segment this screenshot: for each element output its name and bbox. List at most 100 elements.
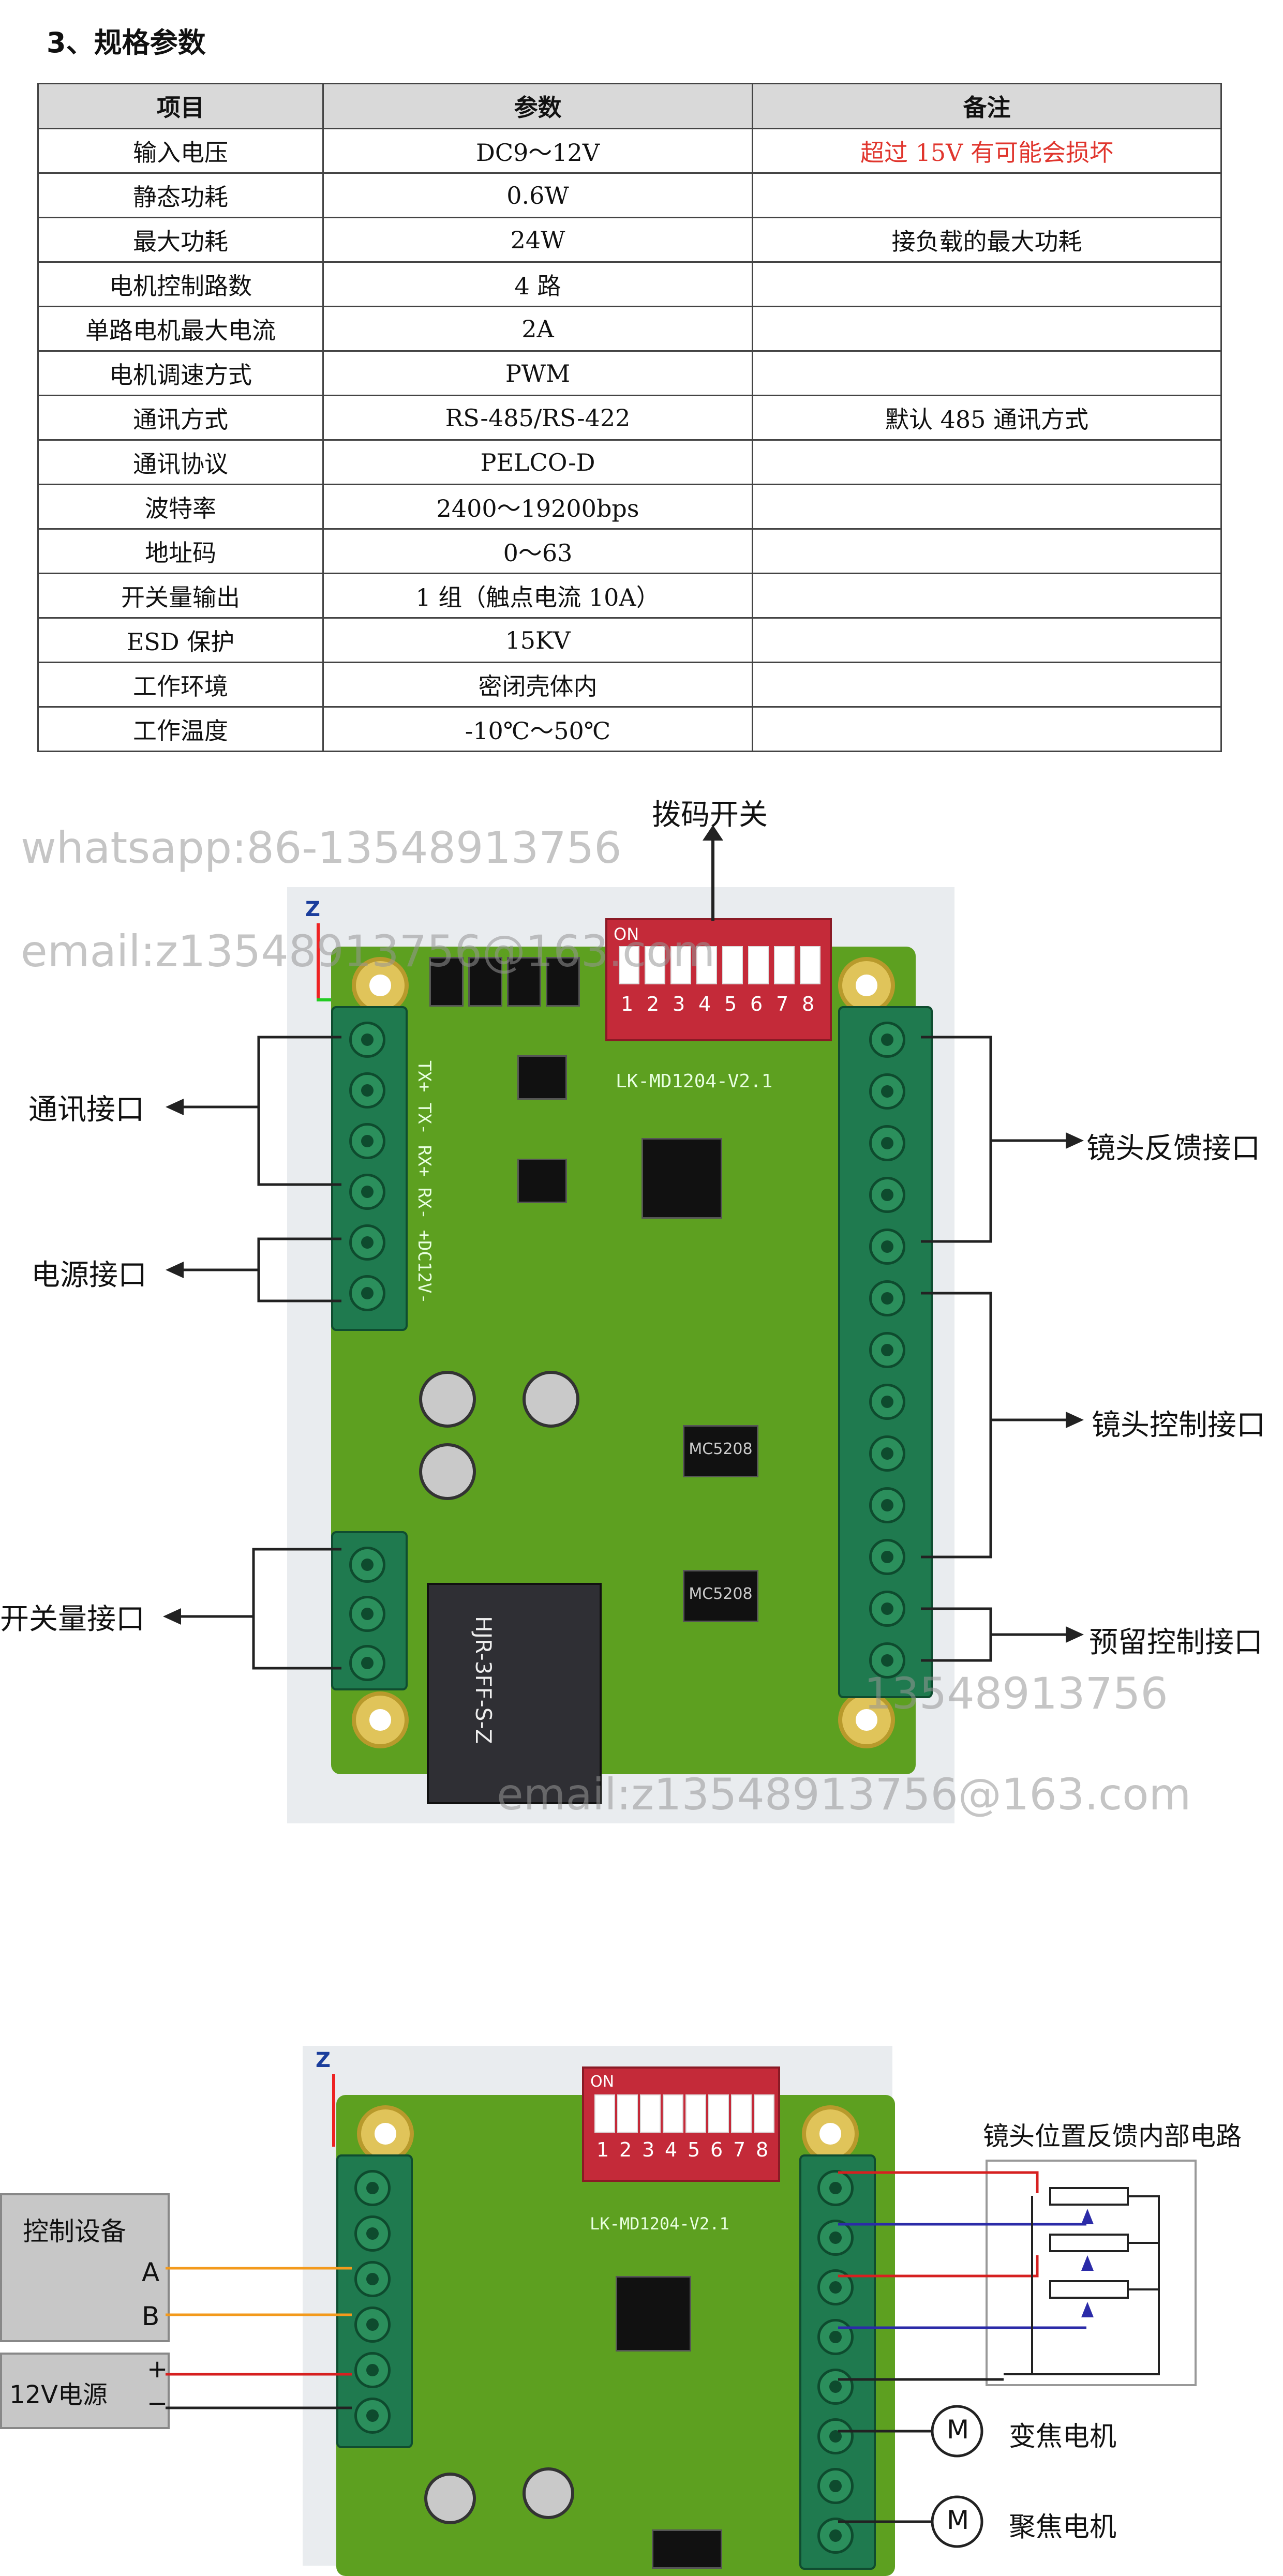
cell-note: 接负载的最大功耗 [752, 217, 1222, 263]
header-item: 项目 [37, 83, 324, 129]
cell-item: 电机调速方式 [37, 350, 324, 396]
cell-note [752, 528, 1222, 574]
cell-item: 电机控制路数 [37, 261, 324, 307]
cell-note [752, 172, 1222, 218]
cell-param: 2A [322, 306, 753, 352]
power-supply-box: 12V电源 + − [0, 2353, 170, 2429]
diode [468, 957, 502, 1007]
terminal-screw [869, 1642, 905, 1679]
cell-item: 波特率 [37, 484, 324, 530]
terminal-screw [817, 2170, 854, 2206]
terminal-screw [349, 1596, 385, 1632]
capacitor [419, 1371, 476, 1428]
dip-toggle [722, 946, 743, 984]
dip-number: 7 [733, 2138, 746, 2161]
cell-param: 1 组（触点电流 10A） [322, 573, 753, 619]
watermark-email: email:z13548913756@163.com [21, 926, 715, 977]
dip-toggle [663, 2094, 683, 2133]
dip-arrow [711, 833, 714, 921]
terminal-screw [349, 1547, 385, 1583]
terminal-screw [817, 2269, 854, 2305]
terminal-screw [869, 1487, 905, 1523]
terminal-screw [349, 1072, 385, 1109]
focus-motor-symbol: M [947, 2505, 969, 2535]
relay: HJR-3FF-S-Z [427, 1583, 602, 1804]
terminal-screw [869, 1539, 905, 1575]
cell-param: 密闭壳体内 [322, 662, 753, 708]
cell-note: 默认 485 通讯方式 [752, 395, 1222, 441]
cell-note [752, 662, 1222, 708]
terminal-screw [869, 1591, 905, 1627]
dip-number: 2 [619, 2138, 632, 2161]
lens-control-label: 镜头控制接口 [1092, 1409, 1265, 1442]
cell-param: RS-485/RS-422 [322, 395, 753, 441]
terminal-screw [354, 2352, 391, 2388]
mount-hole [802, 2105, 859, 2162]
feedback-circuit-box [986, 2160, 1197, 2386]
zoom-motor-symbol: M [947, 2415, 969, 2445]
section-title: 3、规格参数 [47, 26, 206, 59]
cell-note [752, 706, 1222, 752]
driver-chip: MC5208 [683, 1425, 758, 1477]
diode [507, 957, 541, 1007]
dip-number: 7 [776, 993, 789, 1015]
board-model-text: LK-MD1204-V2.1 [616, 1071, 773, 1092]
terminal-screw [869, 1435, 905, 1472]
cell-item: 地址码 [37, 528, 324, 574]
driver-chip-label: MC5208 [689, 1440, 753, 1458]
cell-note [752, 439, 1222, 485]
cell-param: 4 路 [322, 261, 753, 307]
cell-item: 单路电机最大电流 [37, 306, 324, 352]
watermark-whatsapp: whatsapp:86-13548913756 [21, 822, 622, 873]
terminal-screw [349, 1224, 385, 1261]
cell-item: 工作环境 [37, 662, 324, 708]
table-row: 工作环境密闭壳体内 [37, 662, 1222, 708]
feedback-circuit-label: 镜头位置反馈内部电路 [983, 2121, 1242, 2151]
dip-toggle [708, 2094, 729, 2133]
watermark-email-2: email:z13548913756@163.com [497, 1769, 1191, 1820]
dip-number: 5 [688, 2138, 700, 2161]
dip-toggle [619, 946, 639, 984]
dip-toggle [617, 2094, 638, 2133]
dip-toggle [685, 2094, 706, 2133]
dip-toggle [800, 946, 820, 984]
cell-note: 超过 15V 有可能会损坏 [752, 128, 1222, 174]
board-model-text-2: LK-MD1204-V2.1 [590, 2214, 729, 2234]
terminal-a-label: A [142, 2257, 160, 2287]
dip-toggle [696, 946, 717, 984]
dip-toggle [594, 2094, 615, 2133]
axis-gizmo-icon: Z [305, 2048, 367, 2152]
dip-number: 4 [698, 993, 711, 1015]
terminal-screw [869, 1125, 905, 1161]
terminal-screw [869, 1332, 905, 1368]
dip-toggle [645, 946, 665, 984]
terminal-screw [869, 1073, 905, 1110]
mcu-chip [642, 1138, 722, 1219]
cell-item: 工作温度 [37, 706, 324, 752]
terminal-screw [817, 2518, 854, 2554]
dip-toggle [731, 2094, 752, 2133]
cell-param: 24W [322, 217, 753, 263]
mount-hole [352, 1691, 409, 1748]
cell-item: 输入电压 [37, 128, 324, 174]
cell-item: ESD 保护 [37, 617, 324, 663]
dip-number: 1 [596, 2138, 609, 2161]
dip-toggle [640, 2094, 661, 2133]
cell-item: 通讯方式 [37, 395, 324, 441]
cell-param: -10℃～50℃ [322, 706, 753, 752]
reserved-control-label: 预留控制接口 [1089, 1626, 1263, 1659]
ic-chip [517, 1055, 567, 1100]
header-note: 备注 [752, 83, 1222, 129]
capacitor [419, 1443, 476, 1500]
minus-label: − [147, 2389, 168, 2418]
terminal-screw [817, 2319, 854, 2355]
